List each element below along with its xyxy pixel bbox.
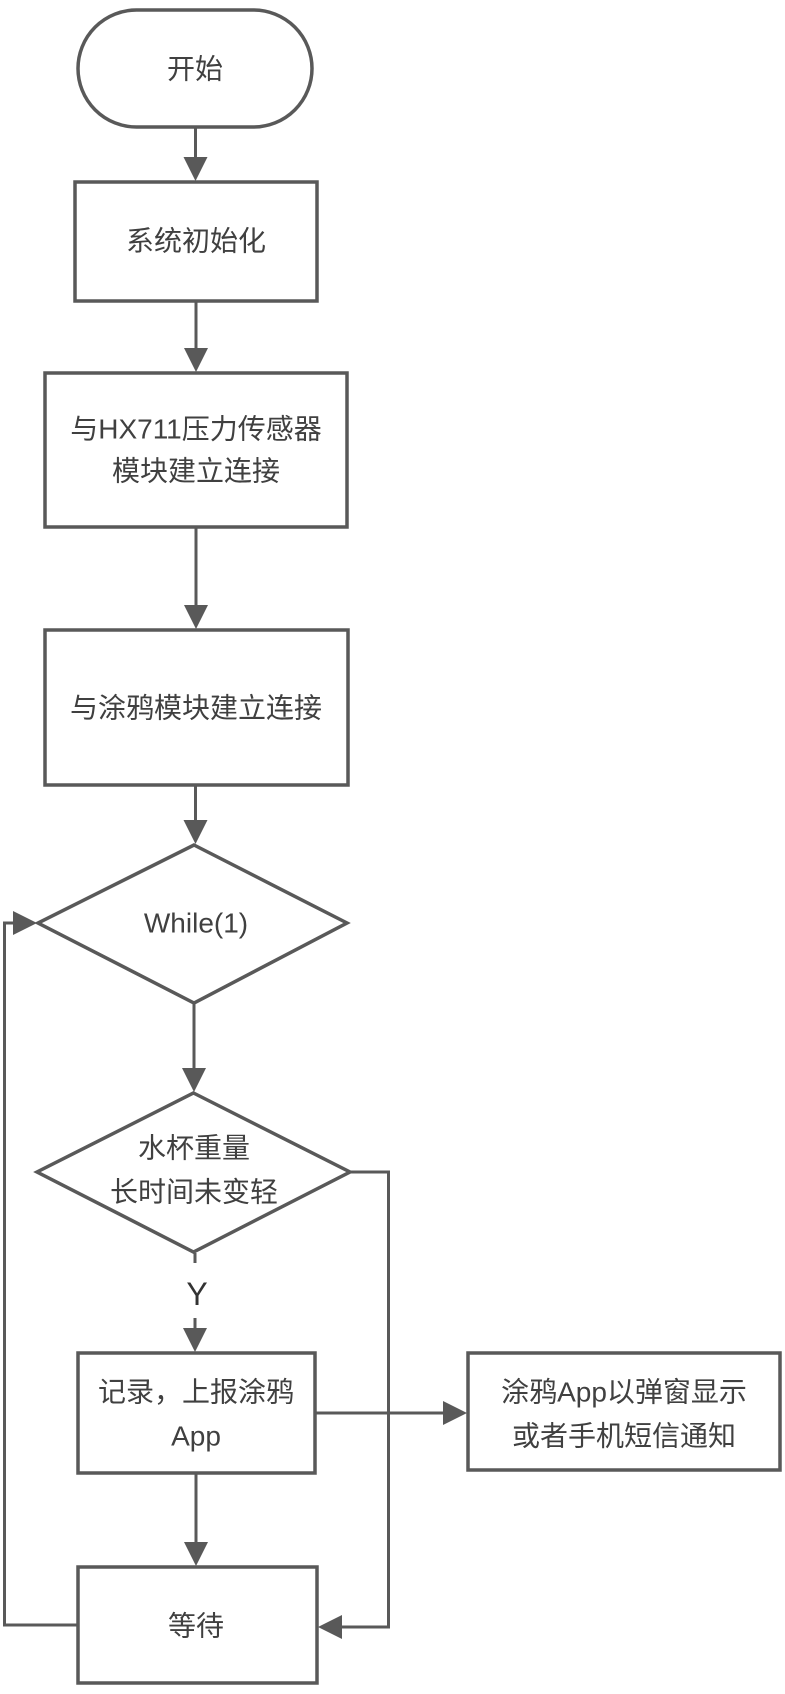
node-weight-check: 水杯重量 长时间未变轻	[33, 1091, 354, 1254]
tuya-connect-shape	[43, 628, 350, 787]
yes-branch-label: Y	[186, 1276, 207, 1312]
tuya-connect-label: 与涂鸦模块建立连接	[70, 693, 322, 724]
weight-check-label-line1: 水杯重量	[138, 1133, 250, 1164]
notify-label-line1: 涂鸦App以弹窗显示	[501, 1377, 747, 1408]
system-init-label: 系统初始化	[126, 226, 266, 257]
hx711-connect-label-line1: 与HX711压力传感器	[70, 414, 322, 445]
node-system-init: 系统初始化	[73, 180, 319, 303]
notify-shape	[466, 1351, 782, 1472]
wait-label: 等待	[168, 1611, 224, 1642]
weight-check-label-line2: 长时间未变轻	[110, 1177, 278, 1208]
node-tuya-connect: 与涂鸦模块建立连接	[43, 628, 350, 787]
wait-shape	[76, 1565, 319, 1685]
report-label-line1: 记录，上报涂鸦	[98, 1377, 294, 1408]
node-start: 开始	[76, 8, 314, 129]
start-terminator-shape	[76, 8, 314, 129]
while-loop-diamond	[34, 843, 351, 1005]
hx711-connect-shape	[43, 371, 349, 529]
node-while-loop: While(1)	[34, 843, 351, 1005]
hx711-connect-label-line2: 模块建立连接	[112, 456, 280, 487]
while-loop-label: While(1)	[144, 908, 248, 939]
node-hx711-connect: 与HX711压力传感器 模块建立连接	[43, 371, 349, 529]
connectors	[3, 127, 467, 1639]
node-report: 记录，上报涂鸦 App	[76, 1351, 317, 1475]
system-init-shape	[73, 180, 319, 303]
node-wait: 等待	[76, 1565, 319, 1685]
start-label: 开始	[167, 54, 223, 85]
edge-weight-wait	[318, 1170, 390, 1639]
weight-check-diamond	[33, 1091, 354, 1254]
report-shape	[76, 1351, 317, 1475]
notify-label-line2: 或者手机短信通知	[512, 1421, 736, 1452]
node-notify: 涂鸦App以弹窗显示 或者手机短信通知	[466, 1351, 782, 1472]
edge-wait-while-feedback	[3, 911, 78, 1627]
report-label-line2: App	[171, 1421, 221, 1452]
